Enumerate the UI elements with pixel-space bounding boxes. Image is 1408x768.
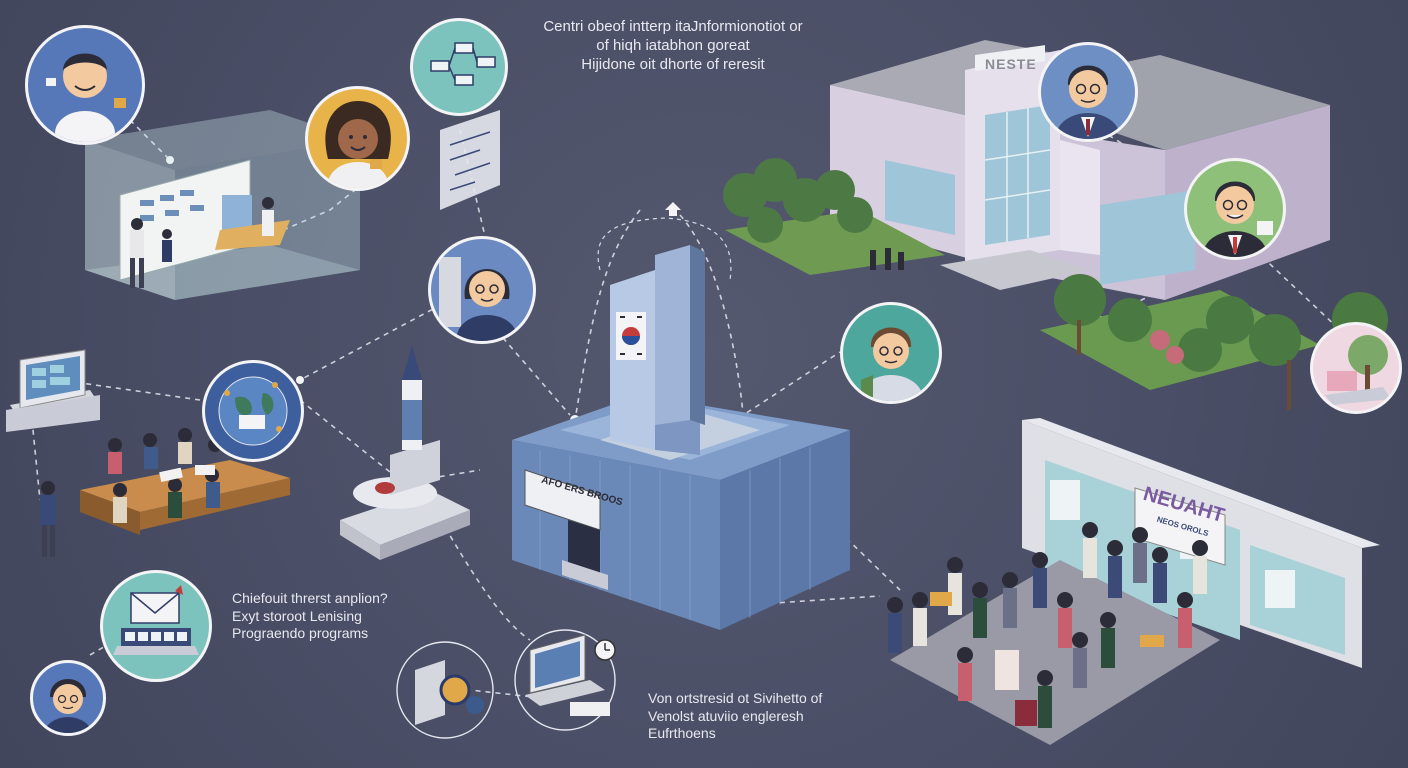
- caption-line: Centri obeof intterp itaJnformionotiot o…: [543, 18, 803, 35]
- teacher-avatar[interactable]: [25, 25, 145, 145]
- caption-line: Eufrthoens: [648, 725, 716, 741]
- central-tower-building: [512, 202, 850, 630]
- caption-left: Chiefouit threrst anplion? Exyt storoot …: [232, 590, 388, 643]
- envelope-icon[interactable]: [100, 570, 212, 682]
- caption-line: Chiefouit threrst anplion?: [232, 590, 388, 606]
- study-group: [40, 428, 290, 557]
- caption-top: Centri obeof intterp itaJnformionotiot o…: [528, 18, 818, 74]
- flowchart-card: [440, 110, 500, 210]
- caption-bottom: Von ortstresid ot Sivihetto of Venolst a…: [648, 690, 822, 743]
- clock-icon: [439, 674, 471, 706]
- principal-avatar[interactable]: [1038, 42, 1138, 142]
- caption-line: of hiqh iatabhon goreat: [596, 36, 750, 54]
- street-crowd: [887, 522, 1220, 745]
- classroom-cube: [85, 110, 360, 300]
- graduate-avatar[interactable]: [840, 302, 942, 404]
- campus-lawn-left: [723, 158, 945, 275]
- student-avatar[interactable]: [305, 86, 410, 191]
- computer-terminal: [6, 349, 100, 432]
- caption-line: Hijidone oit dhorte of reresit: [581, 55, 765, 73]
- professor-avatar[interactable]: [1184, 158, 1286, 260]
- campus-lawn-right: [1040, 274, 1388, 410]
- caption-line: Prograendo programs: [232, 625, 369, 641]
- rocket-monument: [340, 345, 470, 560]
- caption-line: Venolst atuviio engleresh: [648, 707, 804, 724]
- beacon-icon: [665, 202, 681, 216]
- globe-icon[interactable]: [202, 360, 304, 462]
- caption-line: Exyt storoot Lenising: [232, 607, 362, 624]
- garden-icon[interactable]: [1310, 322, 1402, 414]
- caption-line: Von ortstresid ot Sivihetto of: [648, 690, 823, 706]
- learner-avatar[interactable]: [30, 660, 106, 736]
- laptop-clock-group: [396, 629, 616, 739]
- campus-sign: NESTE: [985, 56, 1037, 72]
- counselor-avatar[interactable]: [428, 236, 536, 344]
- flowchart-icon[interactable]: [410, 18, 508, 116]
